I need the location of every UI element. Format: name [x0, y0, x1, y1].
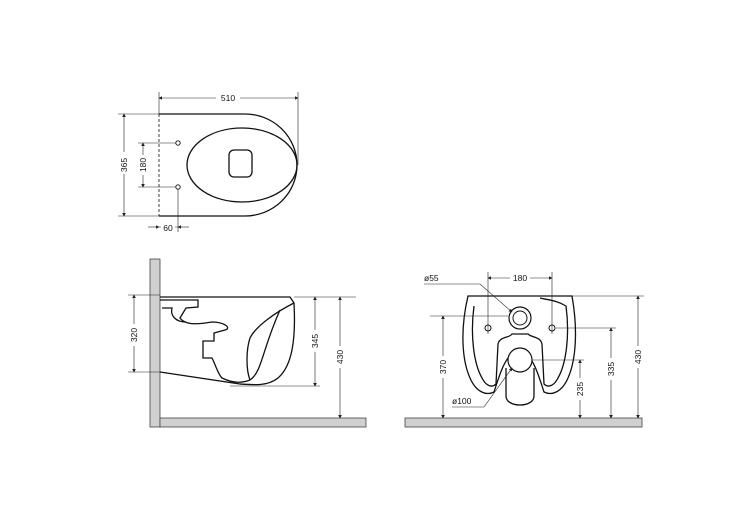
dim-hole-spacing-top: 180: [138, 158, 148, 172]
outlet-body: [505, 368, 535, 406]
dim-width: 510: [221, 93, 235, 103]
inlet-outer: [508, 306, 532, 330]
bowl-trap: [160, 299, 281, 383]
fixing-hole-upper: [175, 140, 181, 146]
dim-hole-offset: 60: [163, 223, 173, 233]
front-view: 180 ø55 ø100 370 335 235 430: [404, 272, 644, 428]
dim-total-height-front: 430: [633, 350, 643, 364]
drain-square: [228, 149, 253, 178]
top-view: 510 365 180 60: [118, 92, 299, 233]
dim-depth: 365: [119, 158, 129, 172]
dim-rim-height: 345: [310, 334, 320, 348]
dim-total-height-side: 430: [335, 350, 345, 364]
bowl-outline: [159, 296, 296, 386]
bowl-rim-line: [246, 302, 295, 381]
dim-outlet-height-side: 320: [129, 328, 139, 342]
fixing-hole-lower: [175, 184, 181, 190]
bowl-inner-trap: [162, 307, 187, 323]
seat-opening: [186, 127, 298, 203]
front-bowl-inner: [471, 297, 569, 387]
dim-hole-height: 335: [606, 362, 616, 376]
dim-inlet-height: 370: [438, 360, 448, 374]
wall: [149, 258, 161, 428]
dim-hole-spacing-front: 180: [513, 273, 527, 283]
floor-front: [404, 417, 643, 428]
side-view: 320 345 430: [128, 258, 367, 428]
floor: [159, 417, 367, 428]
dim-inlet-diameter: ø55: [424, 273, 439, 283]
dim-outlet-center: 235: [575, 382, 585, 396]
inlet-inner: [512, 310, 528, 326]
dim-outlet-diameter: ø100: [452, 396, 472, 406]
